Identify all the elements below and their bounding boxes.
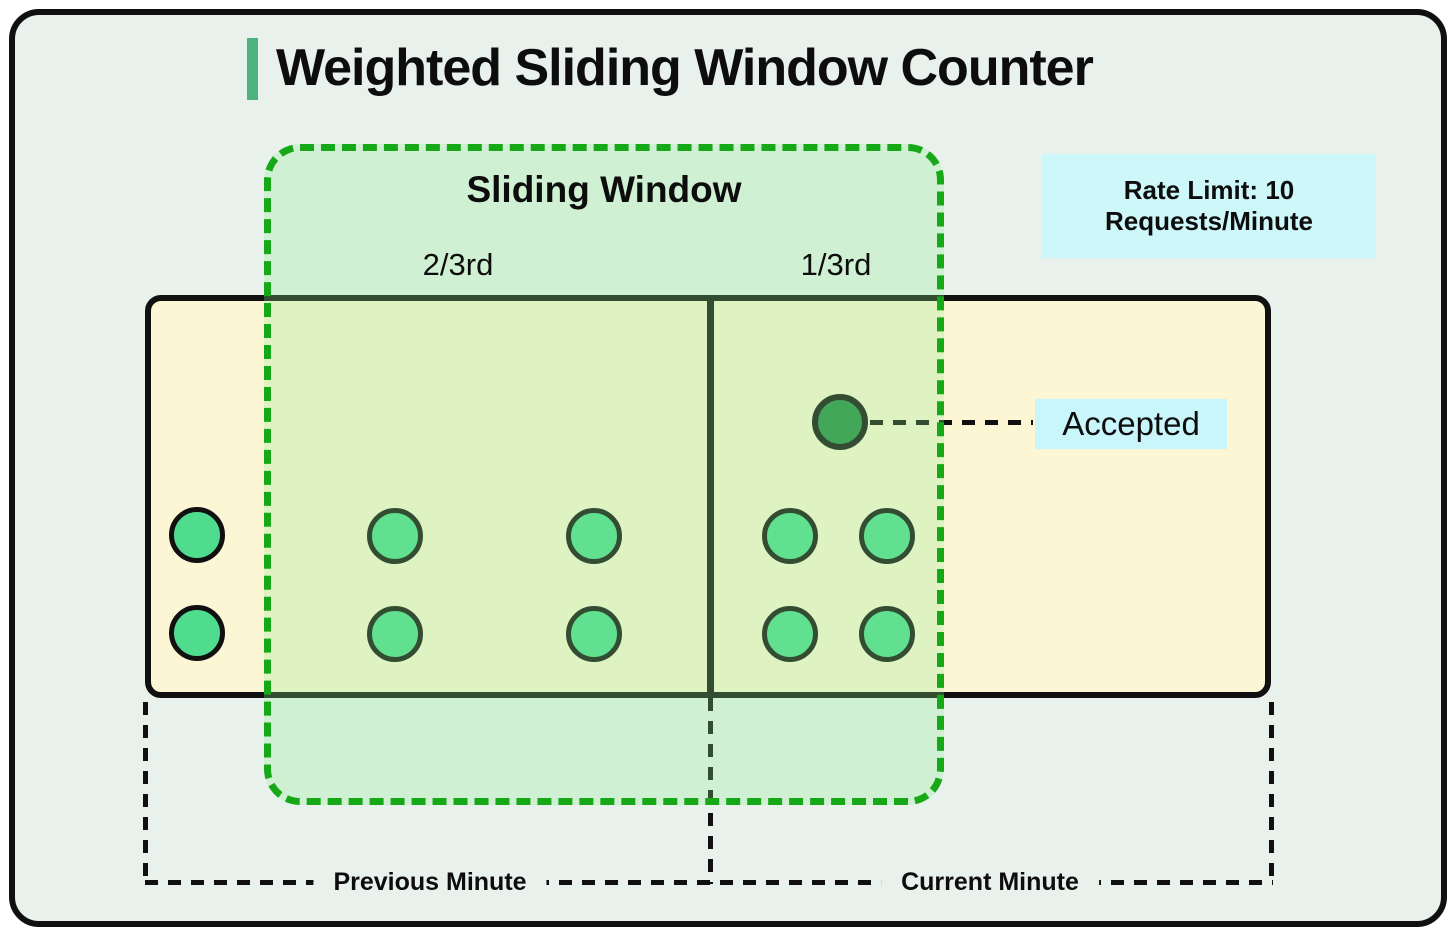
- page-title: Weighted Sliding Window Counter: [276, 39, 1094, 97]
- rate-limit-badge: Rate Limit: 10 Requests/Minute: [1042, 154, 1376, 258]
- request-dot: [859, 508, 915, 564]
- rate-limit-line1: Rate Limit: 10: [1123, 175, 1295, 205]
- sliding-window-overlay: Sliding Window 2/3rd 1/3rd: [264, 144, 944, 805]
- request-dot: [367, 606, 423, 662]
- request-dot: [859, 606, 915, 662]
- accepted-connector-line: [870, 420, 1033, 425]
- title-accent-bar: [247, 38, 258, 100]
- sliding-window-title: Sliding Window: [466, 169, 742, 210]
- accepted-request-dot: [812, 394, 868, 450]
- window-right-fraction-label: 1/3rd: [800, 247, 872, 282]
- previous-minute-left-guide: [143, 702, 148, 884]
- rate-limit-line2: Requests/Minute: [1104, 206, 1314, 236]
- minute-axis-line: [145, 880, 1273, 885]
- request-dot: [169, 507, 225, 563]
- window-left-fraction-label: 2/3rd: [422, 247, 494, 282]
- previous-minute-label: Previous Minute: [313, 866, 547, 899]
- request-dot: [169, 605, 225, 661]
- minute-divider-line: [707, 298, 714, 692]
- request-dot: [566, 508, 622, 564]
- minute-boundary-guide: [708, 698, 713, 884]
- current-minute-label: Current Minute: [881, 866, 1099, 899]
- request-dot: [762, 606, 818, 662]
- accepted-label: Accepted: [1035, 399, 1227, 449]
- request-dot: [762, 508, 818, 564]
- current-minute-right-guide: [1269, 702, 1274, 884]
- request-dot: [566, 606, 622, 662]
- request-dot: [367, 508, 423, 564]
